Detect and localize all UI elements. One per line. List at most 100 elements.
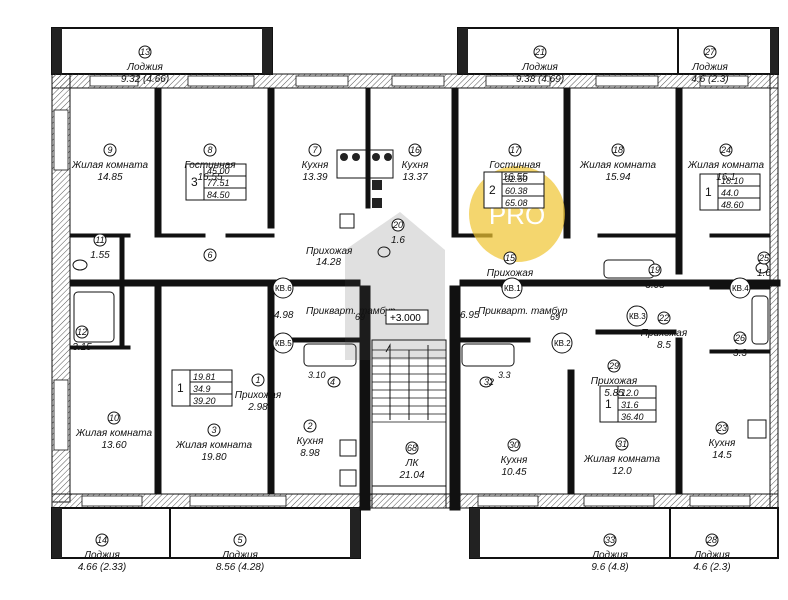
- room-area: 16.55: [197, 172, 222, 183]
- room-id: 30: [509, 440, 519, 450]
- tambur-right-id: 69: [550, 312, 560, 322]
- room-area: 10.45: [501, 467, 526, 478]
- room-id: 7: [312, 145, 318, 155]
- room-id: 22: [658, 313, 669, 323]
- apt-1a-v2: 44.0: [721, 188, 739, 198]
- room-id: 10: [109, 413, 119, 423]
- room-id: 26: [734, 333, 745, 343]
- svg-text:КВ.3: КВ.3: [629, 312, 646, 321]
- room-area: 2.98: [247, 402, 268, 413]
- room-area: 1.6: [391, 235, 405, 246]
- room-name: Лоджия: [221, 550, 258, 561]
- tambur-right-name: Прикварт. тамбур: [478, 305, 568, 317]
- tambur-left-area: 4.98: [274, 310, 294, 321]
- apt-1a-v3: 48.60: [721, 200, 744, 210]
- interior-walls: [69, 87, 781, 511]
- room-id: 11: [95, 235, 104, 245]
- apt-1a-v1: 18.10: [721, 176, 744, 186]
- apt-2-v3: 65.08: [505, 198, 528, 208]
- room-area: 19.80: [201, 452, 226, 463]
- room-area: 4.6 (2.3): [691, 74, 728, 85]
- room-id: 33: [605, 535, 615, 545]
- room-id: 14: [97, 535, 107, 545]
- room-id: 27: [704, 47, 716, 57]
- room-id: 31: [617, 439, 627, 449]
- room-id-circle: [733, 331, 747, 345]
- room-id: 6: [207, 250, 212, 260]
- room-area: 8.56 (4.28): [216, 562, 264, 573]
- room-area: 13.39: [302, 172, 327, 183]
- room-id-circle: [607, 359, 621, 373]
- elevation-mark: +3.000: [385, 309, 429, 325]
- room-id-circle: [719, 143, 733, 157]
- room-id-circle: [533, 45, 547, 59]
- apt-box-2: [483, 171, 545, 209]
- room-area: 21.04: [398, 470, 424, 481]
- room-area: 5.85: [604, 388, 624, 399]
- svg-text:КВ.5: КВ.5: [275, 339, 292, 348]
- apt-1a-rooms: 1: [705, 185, 712, 199]
- room-name: Жилая комната: [71, 160, 148, 171]
- room-name: Жилая комната: [583, 454, 660, 465]
- room-id-circle: [503, 251, 517, 265]
- room-id: 1: [255, 375, 260, 385]
- apt-box-1b: [171, 369, 233, 407]
- hall-left-area: 14.28: [316, 257, 341, 268]
- room-area: 4.6 (2.3): [693, 562, 730, 573]
- shafts: [336, 149, 767, 487]
- room-name: Жилая комната: [75, 428, 152, 439]
- room-id: 68: [407, 443, 417, 453]
- room-id: 8: [207, 145, 212, 155]
- apt-3-rooms: 3: [191, 175, 198, 189]
- room-id-circle: [203, 248, 217, 262]
- apt-3-v3: 84.50: [207, 190, 230, 200]
- room-area: 14.85: [97, 172, 122, 183]
- svg-text:КВ.1: КВ.1: [504, 284, 521, 293]
- room-id-circle: [203, 143, 217, 157]
- apt-3-v1: 45.00: [207, 166, 230, 176]
- room-id: 3: [211, 425, 216, 435]
- room-id: 17: [510, 145, 521, 155]
- room-id: 15: [505, 253, 516, 263]
- room-id-circle: [408, 143, 422, 157]
- apt-2-v1: 32.50: [505, 174, 528, 184]
- room-id-circle: [207, 423, 221, 437]
- room-name: Прихожая: [641, 328, 688, 339]
- room-name: Прихожая: [235, 390, 282, 401]
- bath-right-id: 32: [484, 377, 494, 387]
- room-name: Жилая комната: [687, 160, 764, 171]
- apt-box-1c: [599, 385, 657, 423]
- tambur-right-area: 6.95: [460, 310, 480, 321]
- room-id-circle: [508, 143, 522, 157]
- room-name: Жилая комната: [579, 160, 656, 171]
- room-name: Кухня: [297, 436, 324, 447]
- room-id: 23: [716, 423, 727, 433]
- apt-3-v2: 77.51: [207, 178, 230, 188]
- room-area: 9.38 (4.69): [516, 74, 564, 85]
- room-id-circle: [648, 263, 662, 277]
- room-name: Гостинная: [489, 160, 541, 171]
- apt-box-1a: [699, 173, 761, 211]
- room-id-circle: [703, 45, 717, 59]
- room-area: 3.08: [645, 280, 665, 291]
- room-area: 13.37: [402, 172, 427, 183]
- staircase: [371, 339, 447, 487]
- room-id-circle: [107, 411, 121, 425]
- room-id-circle: [507, 438, 521, 452]
- room-name: Лоджия: [521, 62, 558, 73]
- tambur-left-name: Прикварт. тамбур: [306, 305, 396, 317]
- room-id-circle: [391, 218, 405, 232]
- room-id: 2: [306, 421, 312, 431]
- apt-1b-rooms: 1: [177, 381, 184, 395]
- room-id: 12: [77, 327, 87, 337]
- apt-1c-v3: 36.40: [621, 412, 644, 422]
- toilets: [72, 246, 769, 388]
- apt-1b-v1: 19.81: [193, 372, 216, 382]
- room-id-circle: [95, 533, 109, 547]
- room-name: Лоджия: [83, 550, 120, 561]
- room-id-circle: [308, 143, 322, 157]
- room-id: 24: [720, 145, 731, 155]
- room-area: 3.3: [733, 348, 747, 359]
